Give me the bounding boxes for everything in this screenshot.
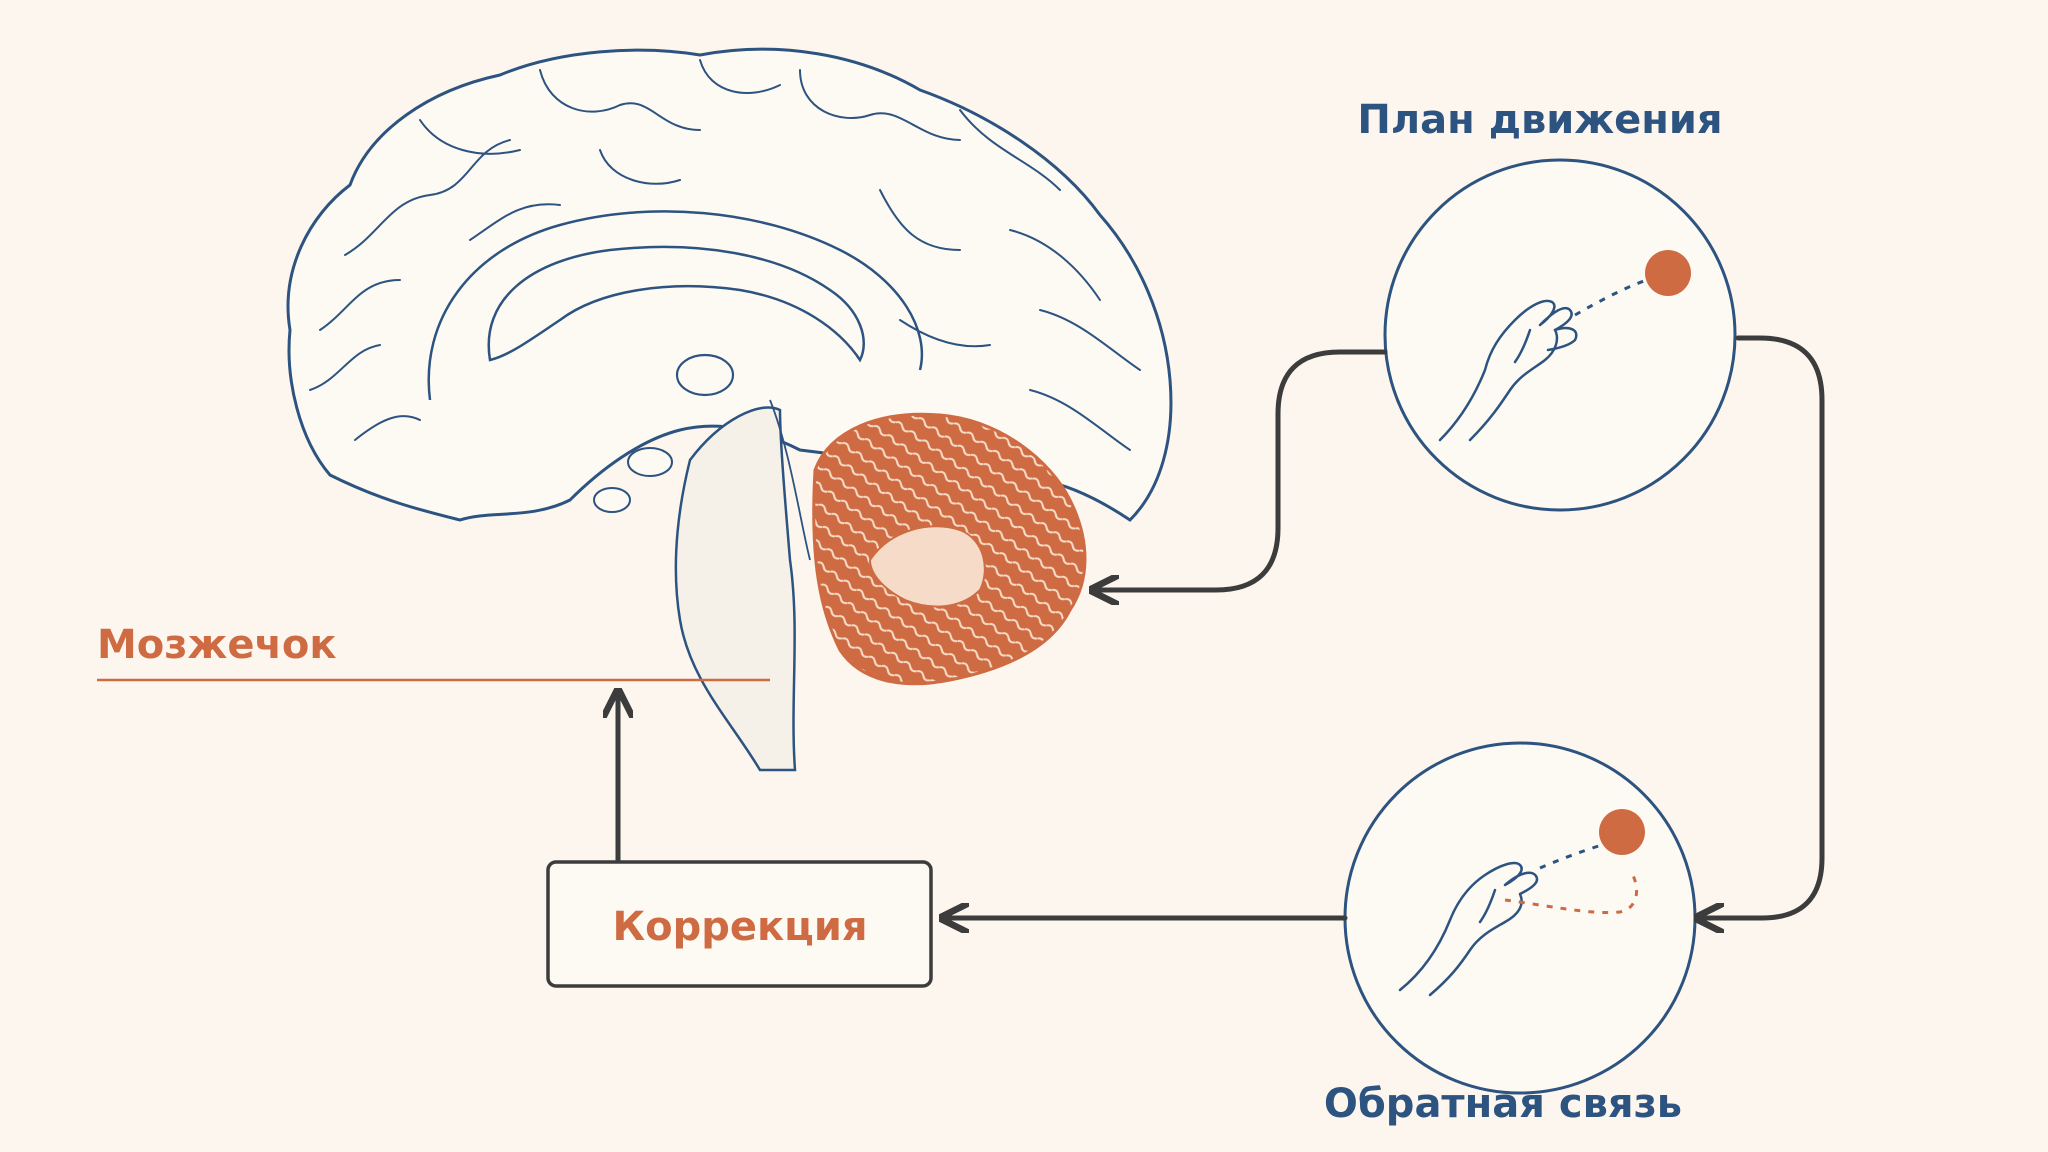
gyri-lines [309,59,1141,451]
target-dot-icon [1645,250,1691,296]
correction-label: Коррекция [612,904,867,950]
cerebellum-label: Мозжечок [97,622,337,668]
plan-circle [1383,158,1737,512]
hand-icon [1398,861,1539,997]
correction-box: Коррекция [546,860,933,988]
brain-illustration [97,47,1173,772]
thalamus [675,353,735,397]
plan-title: План движения [1357,97,1722,143]
brainstem [674,406,797,772]
arrow-icon [1700,335,1825,918]
planned-trajectory [1539,836,1626,870]
hand-icon [1438,299,1578,442]
actual-trajectory [1504,869,1639,915]
feedback-circle [1343,741,1697,1095]
cerebellum [812,412,1087,686]
arrow-icon [1095,349,1388,590]
cingulate-gyrus [427,210,924,401]
corpus-callosum [487,245,865,363]
target-dot-icon [1599,809,1645,855]
